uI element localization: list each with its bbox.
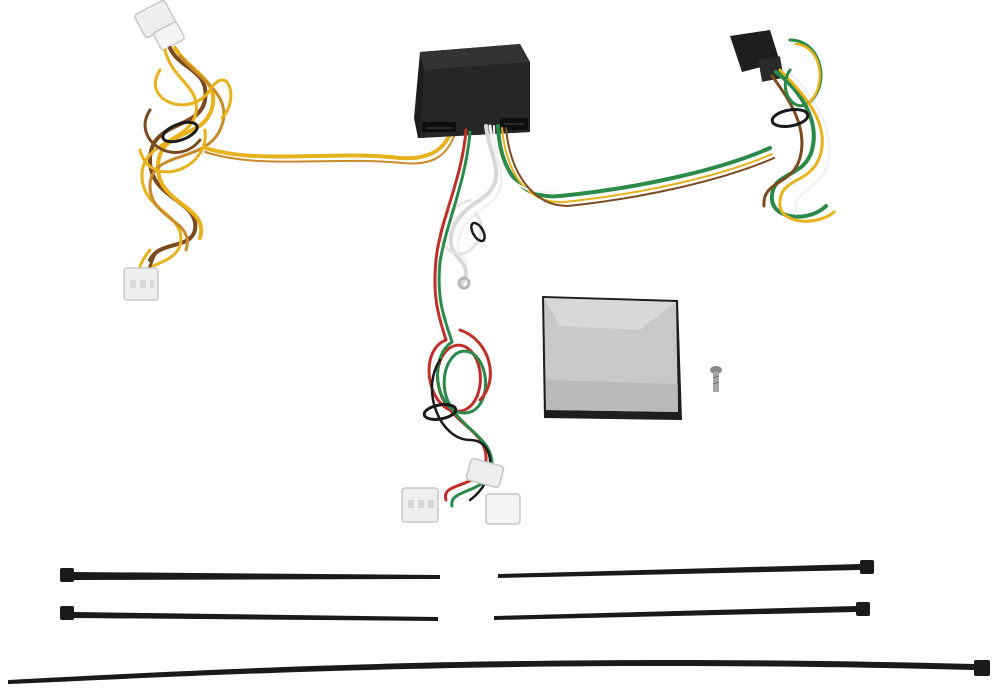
cable-tie-1 [60, 568, 440, 582]
cable-tie-4 [494, 602, 870, 620]
harness-connector-bottom-left [123, 267, 159, 301]
cable-ties [8, 560, 990, 684]
cable-tie-5 [8, 660, 990, 684]
converter-module [414, 44, 530, 138]
four-way-trailer-harness [493, 30, 836, 223]
harness-connector-center-right [465, 457, 521, 525]
harness-connector-top-left [134, 0, 185, 51]
cable-tie-2 [60, 606, 438, 621]
mounting-screw [710, 366, 722, 392]
harness-connector-center-left [401, 487, 439, 523]
white-ground-wire [438, 124, 503, 290]
adhesive-pad [542, 296, 682, 420]
yellow-harness [123, 0, 459, 301]
red-green-harness [401, 128, 521, 525]
ring-terminal-icon [457, 276, 471, 290]
cable-tie-3 [498, 560, 874, 578]
